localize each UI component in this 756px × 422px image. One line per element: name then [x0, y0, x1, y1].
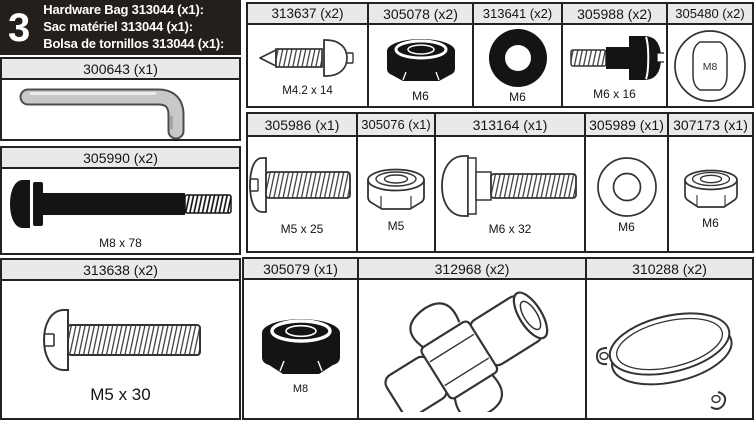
- part-number-label: 307173 (x1): [669, 114, 752, 137]
- parts-table-row1: 313637 (x2) M4.2 x 14 305078 (x2): [246, 2, 754, 108]
- cap-insert-size-label: M8: [703, 61, 718, 73]
- part-number-label: 312968 (x2): [359, 259, 585, 280]
- part-number-label: 305079 (x1): [244, 259, 357, 280]
- cap-insert-icon: M8: [674, 29, 746, 102]
- part-size-label: M5 x 30: [90, 384, 151, 404]
- hex-key-icon: [19, 88, 185, 139]
- part-number-label: 313638 (x2): [2, 260, 239, 281]
- parts-table-row2: 305986 (x1) M5 x 25 305076 (x1): [246, 112, 754, 253]
- locknut-outline-icon: [367, 168, 425, 210]
- part-cell-313641: 313641 (x2) M6: [474, 4, 563, 106]
- part-cell-305078: 305078 (x2) M6: [369, 4, 474, 106]
- title-fr: Sac matériel 313044 (x1):: [43, 19, 193, 35]
- part-cell-310288: 310288 (x2): [587, 259, 752, 418]
- screw-m5x30-icon: [42, 308, 201, 371]
- screw-m5x25-icon: [249, 156, 351, 213]
- part-cell-305988: 305988 (x2) M6 x 16: [563, 4, 668, 106]
- part-box-300643: 300643 (x1): [0, 57, 241, 141]
- part-size-label: M4.2 x 14: [282, 85, 333, 98]
- bolt-m6x32-icon: [441, 154, 577, 217]
- bolt-m8x78-icon: [10, 179, 232, 228]
- part-box-305990: 305990 (x2) M8 x 78: [0, 146, 241, 255]
- part-cell-305076: 305076 (x1) M5: [358, 114, 436, 251]
- part-cell-313164: 313164 (x1) M6 x 32: [436, 114, 586, 251]
- knob-icon: [384, 291, 549, 412]
- part-number-label: 313164 (x1): [436, 114, 584, 137]
- part-cell-313637: 313637 (x2) M4.2 x 14: [248, 4, 369, 106]
- parts-table-row3: 305079 (x1) M8 312968 (x2): [242, 257, 754, 420]
- part-size-label: M5 x 25: [280, 221, 324, 236]
- step-number: 3: [8, 5, 31, 50]
- part-size-label: M6: [618, 219, 635, 234]
- part-number-label: 305990 (x2): [2, 148, 239, 169]
- part-cell-305480: 305480 (x2) M8: [668, 4, 752, 106]
- title-en: Hardware Bag 313044 (x1):: [43, 2, 204, 18]
- part-box-313638: 313638 (x2) M5 x 30: [0, 258, 241, 420]
- step-header: 3 Hardware Bag 313044 (x1): Sac matériel…: [0, 0, 241, 55]
- part-number-label: 305076 (x1): [358, 114, 434, 137]
- part-number-label: 305986 (x1): [248, 114, 356, 137]
- part-size-label: M6: [412, 89, 429, 103]
- hardware-bag-title: Hardware Bag 313044 (x1): Sac matériel 3…: [43, 2, 224, 53]
- part-size-label: M5: [387, 218, 405, 233]
- locknut-black-icon: [386, 39, 455, 81]
- part-size-label: M6: [702, 215, 719, 230]
- part-number-label: 305078 (x2): [369, 4, 472, 25]
- part-size-label: M8: [292, 383, 309, 395]
- part-size-label: M6: [509, 90, 526, 104]
- part-number-label: 310288 (x2): [587, 259, 752, 280]
- part-number-label: 305988 (x2): [563, 4, 666, 25]
- part-cell-312968: 312968 (x2): [359, 259, 587, 418]
- washer-black-icon: [488, 29, 547, 87]
- part-number-label: 305480 (x2): [668, 4, 752, 25]
- part-number-label: 300643 (x1): [2, 59, 239, 80]
- part-number-label: 313637 (x2): [248, 4, 367, 25]
- washer-outline-icon: [596, 156, 657, 217]
- part-cell-305079: 305079 (x1) M8: [244, 259, 359, 418]
- screw-m4-icon: [258, 39, 354, 78]
- part-cell-305989: 305989 (x1) M6: [586, 114, 669, 251]
- part-number-label: 313641 (x2): [474, 4, 561, 25]
- part-cell-307173: 307173 (x1) M6: [669, 114, 752, 251]
- part-size-label: M6 x 32: [488, 221, 532, 236]
- locknut-outline-icon: [683, 169, 738, 208]
- part-cell-305986: 305986 (x1) M5 x 25: [248, 114, 358, 251]
- bolt-m6x16-icon: [569, 36, 664, 80]
- locknut-black-icon: [261, 319, 340, 374]
- part-size-label: M8 x 78: [99, 235, 142, 250]
- part-size-label: M6 x 16: [593, 87, 636, 101]
- end-cap-icon: [595, 312, 733, 410]
- part-number-label: 305989 (x1): [586, 114, 667, 137]
- title-es: Bolsa de tornillos 313044 (x1):: [43, 35, 225, 51]
